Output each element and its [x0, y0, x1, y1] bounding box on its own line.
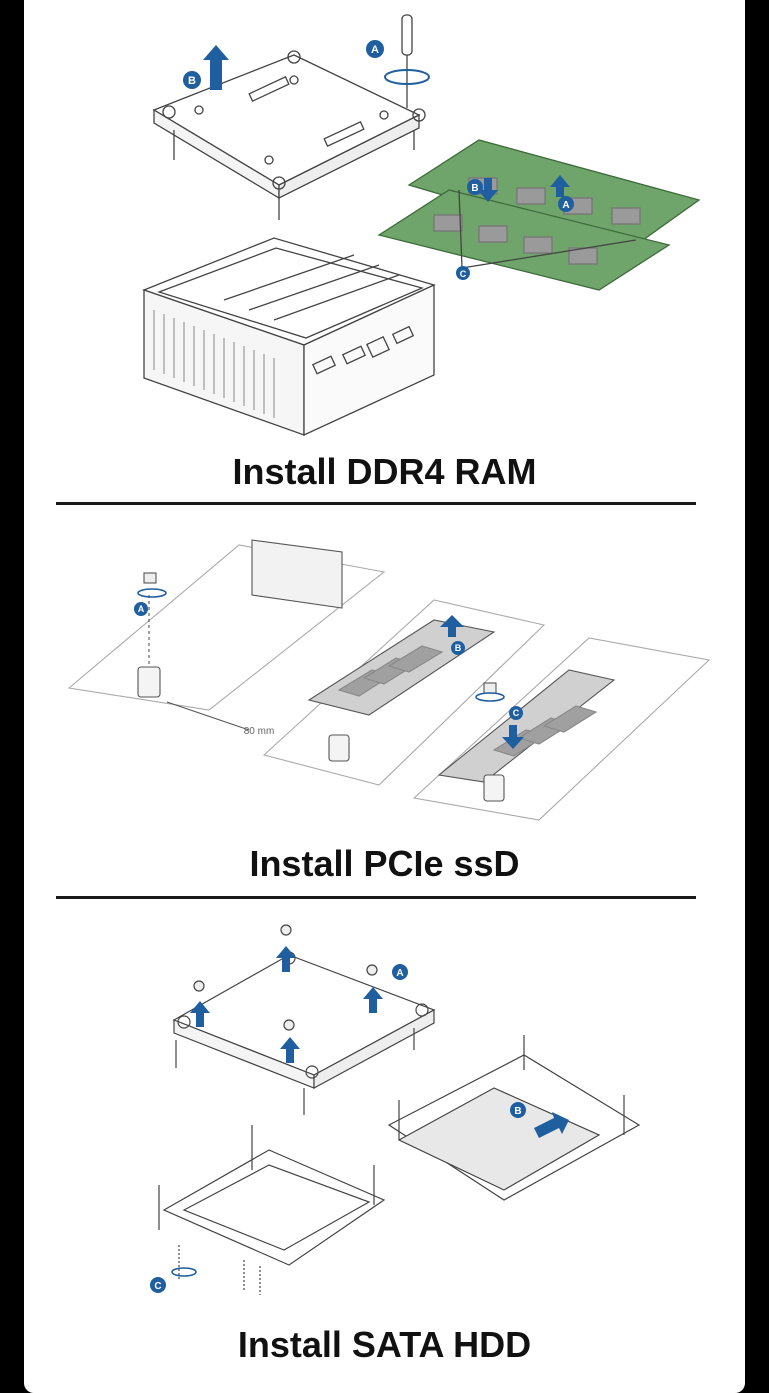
callout-a: A	[371, 44, 379, 56]
up-arrow-icon	[550, 175, 570, 197]
hdd-illustration: A B C	[150, 924, 641, 1295]
down-arrow-icon	[478, 178, 498, 202]
callout-c: C	[513, 708, 520, 718]
up-arrow-icon	[190, 1001, 210, 1027]
ram-illustration: A B A B C	[142, 14, 701, 437]
section-title-hdd: Install SATA HDD	[237, 1324, 532, 1365]
callout-b: B	[455, 643, 462, 653]
rotate-arrow-icon	[171, 1267, 197, 1277]
section-title-ram: Install DDR4 RAM	[232, 451, 537, 492]
section-hdd: A B C Install SATA HDD	[24, 910, 745, 1393]
rotate-arrow-icon	[475, 692, 505, 702]
up-arrow-icon	[440, 615, 464, 637]
up-arrow-icon	[203, 45, 229, 90]
callout-b: B	[188, 75, 196, 87]
rotate-arrow-icon	[137, 588, 167, 598]
divider	[56, 502, 696, 505]
section-ssd: A B C 80 mm Install PCIe ssD	[24, 520, 745, 900]
section-title-ssd: Install PCIe ssD	[249, 843, 520, 884]
callout-c: C	[460, 269, 467, 279]
instruction-card: A B A B C Install DDR4 RAM	[24, 0, 745, 1393]
ram-modules	[377, 139, 701, 291]
callout-a: A	[138, 604, 145, 614]
callout-a-ram: A	[562, 200, 569, 211]
callout-b: B	[514, 1106, 521, 1117]
up-arrow-icon	[276, 946, 296, 972]
chassis	[142, 237, 436, 437]
measure-label: 80 mm	[244, 726, 275, 737]
section-ram: A B A B C Install DDR4 RAM	[24, 0, 745, 510]
down-arrow-icon	[502, 725, 524, 749]
up-arrow-icon	[280, 1037, 300, 1063]
up-arrow-icon	[363, 987, 383, 1013]
callout-b-ram: B	[471, 183, 478, 194]
divider	[56, 896, 696, 899]
callout-a: A	[396, 968, 403, 979]
right-arrow-icon	[534, 1112, 569, 1138]
standoff	[137, 666, 161, 698]
callout-c: C	[154, 1281, 161, 1292]
rotate-arrow-icon	[384, 69, 430, 85]
ssd-illustration: A B C 80 mm	[67, 539, 711, 821]
screwdriver-icon	[401, 14, 413, 108]
